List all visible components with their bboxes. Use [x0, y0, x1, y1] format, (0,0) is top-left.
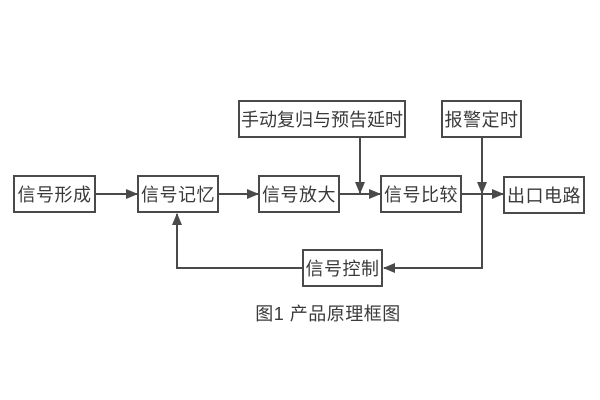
block-signal-formation: 信号形成 — [13, 175, 96, 213]
block-signal-comparison-label: 信号比较 — [384, 185, 458, 205]
block-signal-control-label: 信号控制 — [305, 259, 380, 279]
block-signal-formation-label: 信号形成 — [17, 185, 92, 205]
block-manual-reset-delay: 手动复归与预告延时 — [238, 100, 406, 138]
block-signal-amplification-label: 信号放大 — [262, 185, 336, 205]
block-signal-control: 信号控制 — [302, 249, 383, 287]
arrow-branch-to-control — [383, 194, 483, 273]
block-output-circuit-label: 出口电路 — [507, 186, 581, 206]
block-signal-amplification: 信号放大 — [258, 175, 340, 213]
block-manual-reset-delay-label: 手动复归与预告延时 — [241, 110, 403, 130]
block-signal-memory: 信号记忆 — [137, 175, 219, 213]
block-alarm-timing-label: 报警定时 — [444, 110, 519, 130]
figure-caption: 图1 产品原理框图 — [255, 304, 401, 324]
block-alarm-timing: 报警定时 — [441, 100, 522, 138]
block-output-circuit: 出口电路 — [503, 176, 585, 214]
block-signal-memory-label: 信号记忆 — [141, 185, 215, 205]
arrow-control-to-memory — [172, 213, 302, 269]
block-signal-comparison: 信号比较 — [380, 175, 462, 213]
